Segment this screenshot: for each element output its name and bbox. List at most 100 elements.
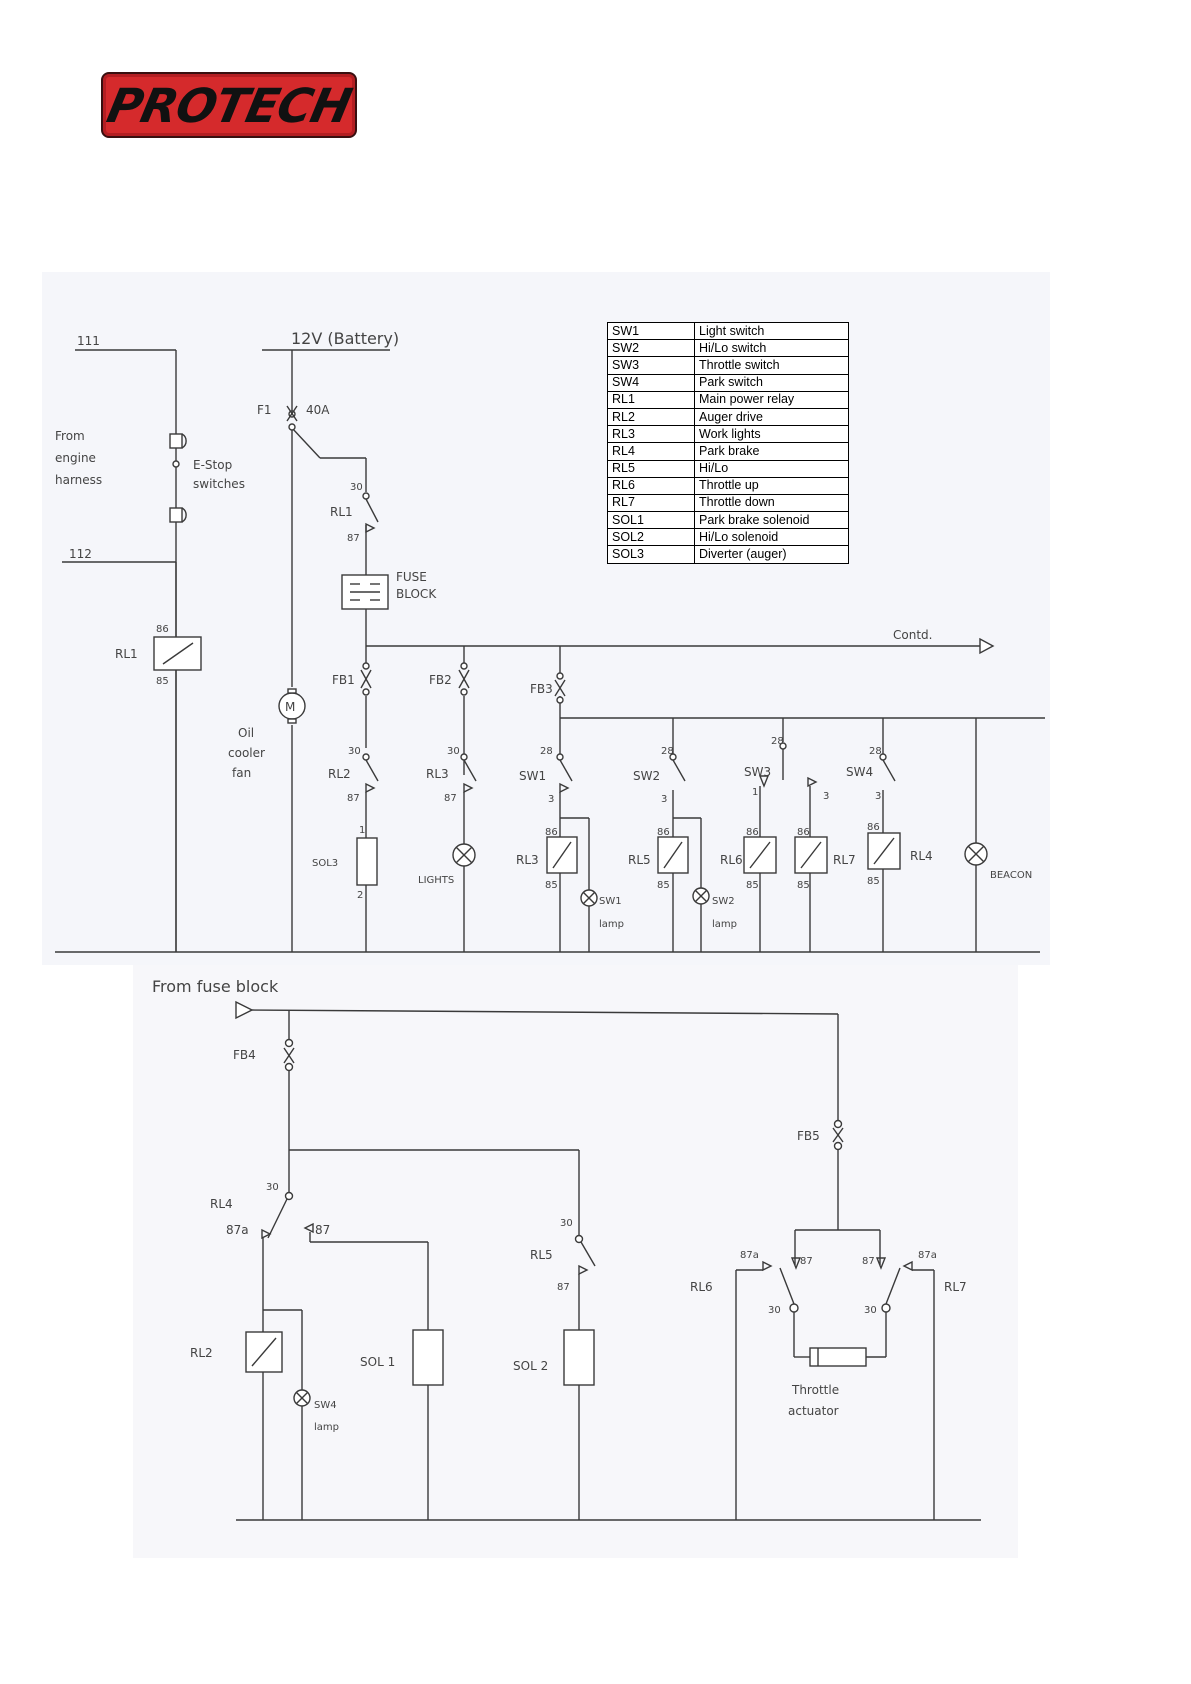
label-rl4-87a: 87a	[226, 1223, 249, 1237]
throttle-bridge	[735, 1229, 935, 1520]
rl1-coil-mark	[162, 642, 194, 665]
label-sw2-28: 28	[661, 746, 674, 757]
sw2-switch-symbol	[669, 753, 702, 888]
label-rl1-30: 30	[350, 482, 363, 493]
rl2-contact-symbol	[362, 753, 379, 838]
legend-description: Hi/Lo switch	[694, 339, 849, 358]
rl6-coil-symbol	[743, 836, 777, 952]
label-rl6-87: 87	[800, 1256, 813, 1267]
label-rl4: RL4	[910, 849, 933, 863]
label-fb5: FB5	[797, 1129, 820, 1143]
label-fuse-block-2: BLOCK	[396, 587, 437, 601]
sw4-switch-symbol	[879, 753, 896, 833]
label-sw1-lamp-1: SW1	[599, 896, 622, 907]
f1-fuse-symbol	[286, 405, 298, 431]
label-sw2-lamp-2: lamp	[712, 919, 737, 930]
label-rl3-85: 85	[545, 880, 558, 891]
label-estop-1: E-Stop	[193, 458, 232, 472]
legend-code: RL2	[607, 407, 695, 427]
label-rl7-87a: 87a	[918, 1250, 937, 1261]
fb4-fuse-symbol	[283, 1038, 295, 1072]
label-sw2-3: 3	[661, 794, 667, 805]
label-f1: F1	[257, 403, 272, 417]
rl1-contact-symbol	[362, 492, 379, 534]
label-rl5-86: 86	[657, 827, 670, 838]
label-rl3-30: 30	[447, 746, 460, 757]
label-rl4-2: RL4	[210, 1197, 233, 1211]
label-from-engine-1: From	[55, 429, 85, 443]
contd-arrow	[979, 637, 995, 655]
label-sw3-1: 1	[752, 787, 758, 798]
label-estop-2: switches	[193, 477, 245, 491]
estop-switch-2	[169, 507, 187, 523]
label-rl4-85: 85	[867, 876, 880, 887]
label-throttle-1: Throttle	[791, 1383, 839, 1397]
label-rl1-86: 86	[156, 624, 169, 635]
label-sw3-28: 28	[771, 736, 784, 747]
label-fb2: FB2	[429, 673, 452, 687]
label-fb3: FB3	[530, 682, 553, 696]
label-rl2-87: 87	[347, 793, 360, 804]
label-battery: 12V (Battery)	[291, 329, 399, 348]
label-rl6-87a: 87a	[740, 1250, 759, 1261]
label-rl6-85: 85	[746, 880, 759, 891]
legend-code: SOL1	[607, 511, 695, 530]
rl5-contact-symbol-2	[563, 1234, 596, 1520]
label-sol3: SOL3	[312, 858, 338, 869]
sol3-solenoid-symbol	[356, 837, 378, 952]
fb5-fuse-symbol	[832, 1119, 844, 1151]
fb3-fuse-symbol	[554, 672, 566, 704]
label-rl3-87: 87	[444, 793, 457, 804]
sw2-lamp-symbol	[692, 887, 710, 952]
label-fuse-block-1: FUSE	[396, 570, 427, 584]
diagram-sheet-secondary	[133, 965, 1018, 1558]
label-rl6-86: 86	[746, 827, 759, 838]
label-motor: M	[285, 700, 295, 714]
label-sw1: SW1	[519, 769, 546, 783]
label-from-engine-3: harness	[55, 473, 102, 487]
label-rl7-86: 86	[797, 827, 810, 838]
legend-code: SW2	[607, 339, 695, 358]
fuse-block-symbol	[341, 574, 389, 610]
label-throttle-2: actuator	[788, 1404, 839, 1418]
sw3-switch-symbol	[758, 742, 818, 837]
label-sw2-lamp-1: SW2	[712, 896, 735, 907]
top-diagram: 111 112 12V (Battery) F1 40A From engine…	[55, 329, 1045, 953]
legend-code: SOL3	[607, 545, 695, 564]
label-oil-cooler-3: fan	[232, 766, 251, 780]
label-rl1-coil: RL1	[115, 647, 138, 661]
label-rl5-87: 87	[557, 1282, 570, 1293]
label-rl6-30: 30	[768, 1305, 781, 1316]
label-rl1-87: 87	[347, 533, 360, 544]
rl3-contact-symbol	[460, 753, 477, 844]
label-rl6: RL6	[690, 1280, 713, 1294]
rl4-changeover-contact	[261, 1191, 429, 1520]
label-sw3: SW3	[744, 765, 771, 779]
legend-description: Diverter (auger)	[694, 545, 849, 564]
rl5-coil-symbol	[657, 836, 689, 952]
label-rl2-2: RL2	[190, 1346, 213, 1360]
label-rl4-87: 87	[315, 1223, 330, 1237]
label-sw1-28: 28	[540, 746, 553, 757]
fb1-fuse-symbol	[360, 662, 372, 696]
rl7-coil-symbol	[794, 836, 828, 952]
label-rl4-30: 30	[266, 1182, 279, 1193]
rl3-coil-symbol	[546, 836, 578, 952]
label-sol2: SOL 2	[513, 1359, 548, 1373]
from-fuse-arrow	[235, 1000, 254, 1020]
label-f1-rating: 40A	[306, 403, 330, 417]
estop-switch-1	[169, 426, 187, 508]
sol1-solenoid-symbol	[412, 1329, 444, 1386]
legend-code: SOL2	[607, 528, 695, 547]
label-from-fuse-block: From fuse block	[152, 977, 279, 996]
protech-logo: PROTECH	[101, 72, 357, 138]
label-fb1: FB1	[332, 673, 355, 687]
label-from-engine-2: engine	[55, 451, 96, 465]
